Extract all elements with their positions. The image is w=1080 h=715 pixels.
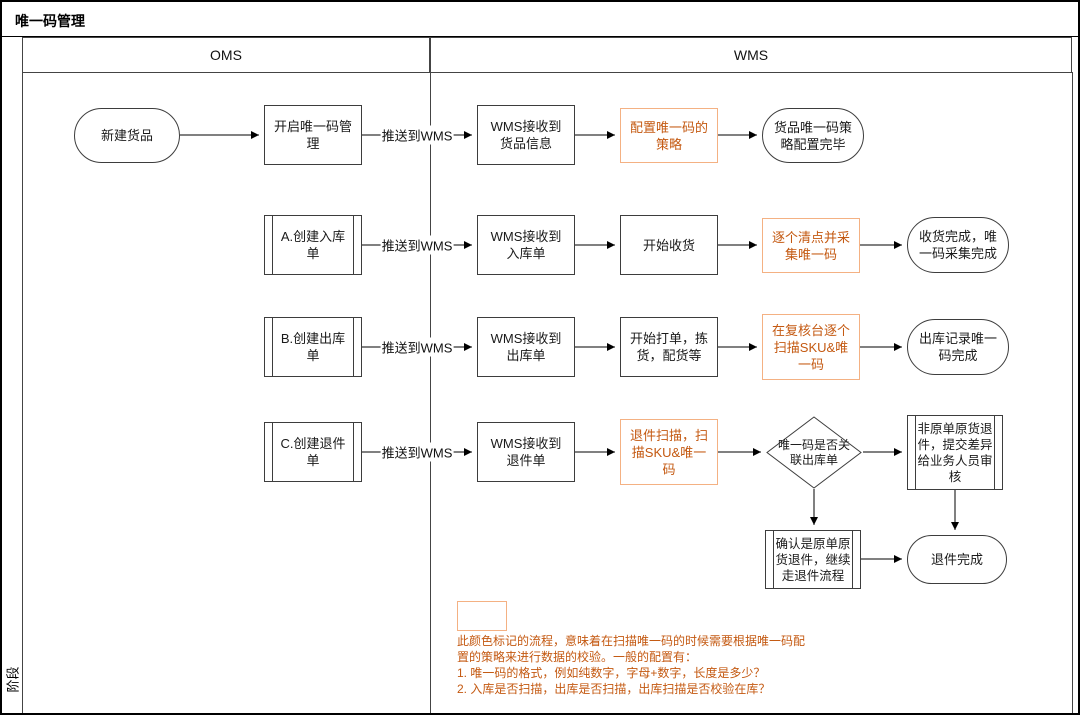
node-receiving-done: 收货完成，唯一码采集完成 [907,217,1009,273]
title-bar: 唯一码管理 [2,2,1078,37]
legend-line: 此颜色标记的流程，意味着在扫描唯一码的时候需要根据唯一码配 [457,634,806,648]
legend-line: 2. 入库是否扫描，出库是否扫描，出库扫描是否校验在库？ [457,682,771,696]
node-return-scan: 退件扫描，扫描SKU&唯一码 [620,419,718,485]
lane-header-oms: OMS [22,37,430,73]
legend-line: 1. 唯一码的格式，例如纯数字，字母+数字，长度是多少？ [457,666,766,680]
node-wms-receive-product: WMS接收到货品信息 [477,105,575,165]
node-create-inbound-order: A.创建入库单 [264,215,362,275]
phase-lane: 阶段 [2,37,23,713]
node-wms-receive-return-label: WMS接收到退件单 [490,436,562,468]
node-scan-at-check-station: 在复核台逐个扫描SKU&唯一码 [762,314,860,380]
node-wms-receive-product-label: WMS接收到货品信息 [490,119,562,151]
node-new-product: 新建货品 [74,108,180,163]
node-start-picking: 开始打单，拣货，配货等 [620,317,718,377]
lane-divider [430,72,431,713]
node-start-picking-label: 开始打单，拣货，配货等 [629,331,708,363]
diamond-shape [766,416,862,489]
node-scan-at-check-station-label: 在复核台逐个扫描SKU&唯一码 [771,322,850,372]
node-outbound-done: 出库记录唯一码完成 [907,319,1009,375]
edge-label-push-to-wms: 推送到WMS [380,235,454,255]
legend-color-swatch [457,601,507,631]
node-strategy-done: 货品唯一码策略配置完毕 [762,108,864,163]
node-not-original-return-label: 非原单原货退件，提交差异给业务人员审核 [917,421,993,484]
node-create-outbound-order: B.创建出库单 [264,317,362,377]
page-title: 唯一码管理 [15,13,85,29]
node-wms-receive-inbound: WMS接收到入库单 [477,215,575,275]
node-create-inbound-order-label: A.创建入库单 [280,229,346,261]
pool-right-border [1072,72,1073,713]
lane-header-wms: WMS [430,37,1072,73]
lane-header-wms-label: WMS [733,47,769,63]
node-wms-receive-outbound-label: WMS接收到出库单 [490,331,562,363]
node-create-outbound-order-label: B.创建出库单 [280,331,346,363]
node-start-receiving: 开始收货 [620,215,718,275]
legend: 此颜色标记的流程，意味着在扫描唯一码的时候需要根据唯一码配 置的策略来进行数据的… [457,633,805,697]
node-wms-receive-outbound: WMS接收到出库单 [477,317,575,377]
node-create-return-order: C.创建退件单 [264,422,362,482]
node-return-done-label: 退件完成 [930,552,983,567]
node-enable-unique-code-mgmt: 开启唯一码管理 [264,105,362,165]
edge-label-push-to-wms: 推送到WMS [380,337,454,357]
node-start-receiving-label: 开始收货 [642,237,695,253]
node-collect-unique-codes-label: 逐个清点并采集唯一码 [771,229,850,262]
legend-line: 置的策略来进行数据的校验。一般的配置有： [457,650,698,664]
node-create-return-order-label: C.创建退件单 [280,436,346,468]
node-wms-receive-return: WMS接收到退件单 [477,422,575,482]
node-receiving-done-label: 收货完成，唯一码采集完成 [918,229,997,261]
node-outbound-done-label: 出库记录唯一码完成 [918,331,997,363]
node-confirm-original-return-label: 确认是原单原货退件，继续走退件流程 [775,536,851,583]
node-confirm-original-return: 确认是原单原货退件，继续走退件流程 [765,530,861,589]
lane-header-oms-label: OMS [210,47,242,63]
node-wms-receive-inbound-label: WMS接收到入库单 [490,229,562,261]
node-collect-unique-codes: 逐个清点并采集唯一码 [762,218,860,273]
node-decision-code-linked: 唯一码是否关联出库单 [766,416,862,489]
node-return-scan-label: 退件扫描，扫描SKU&唯一码 [629,427,708,477]
node-not-original-return: 非原单原货退件，提交差异给业务人员审核 [907,415,1003,490]
node-strategy-done-label: 货品唯一码策略配置完毕 [773,119,852,152]
edge-label-push-to-wms: 推送到WMS [380,125,454,145]
node-enable-unique-code-mgmt-label: 开启唯一码管理 [273,119,352,151]
node-config-strategy: 配置唯一码的策略 [620,108,718,163]
node-decision-code-linked-label: 唯一码是否关联出库单 [777,437,850,467]
phase-lane-label: 阶段 [5,666,21,693]
node-new-product-label: 新建货品 [100,128,153,143]
node-return-done: 退件完成 [907,535,1007,584]
edge-label-push-to-wms: 推送到WMS [380,442,454,462]
node-config-strategy-label: 配置唯一码的策略 [629,119,708,152]
